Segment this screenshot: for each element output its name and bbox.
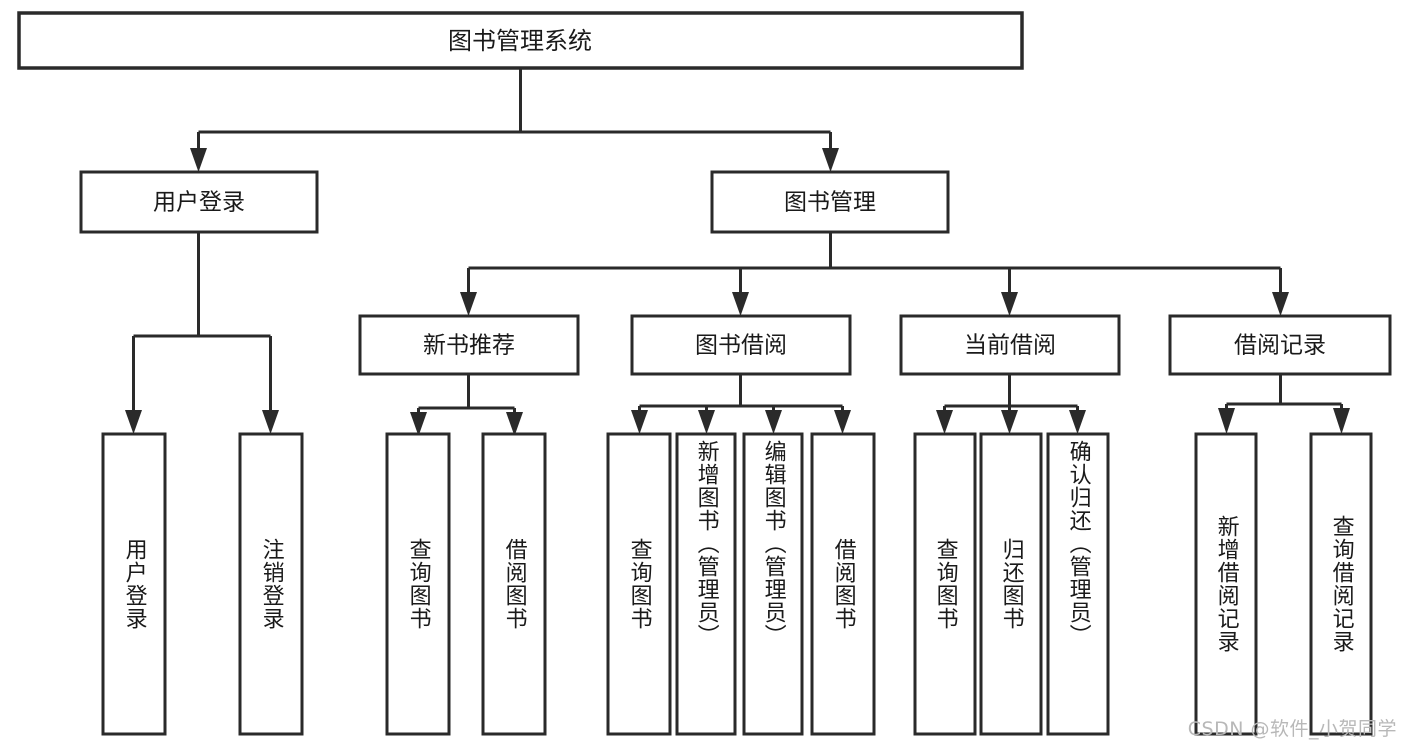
leaf-box-record-query[interactable] [1309,432,1373,736]
node-book-management-label: 图书管理 [784,190,876,216]
node-book-management-box[interactable] [710,170,950,234]
arrow-head-newbook-query [410,412,427,436]
node-new-book-recommend[interactable]: 新书推荐 [358,314,580,376]
arrow-head-record-add [1218,408,1235,434]
node-borrow-record[interactable]: 借阅记录 [1168,314,1392,376]
leaf-box-user-login[interactable] [101,432,167,736]
node-borrow-record-box[interactable] [1168,314,1392,376]
arrow-head-bookmgmt [822,148,839,172]
arrow-head-current-return [1001,410,1018,434]
leaf-box-current-query-book[interactable] [913,432,977,736]
connector-layer [125,68,1350,436]
leaf-box-current-return-book[interactable] [979,432,1043,736]
node-borrow-record-label: 借阅记录 [1234,333,1326,359]
node-book-management[interactable]: 图书管理 [710,170,950,234]
node-new-book-recommend-box[interactable] [358,314,580,376]
arrow-head-user-login [125,410,142,434]
arrow-head-borrow-record [1272,292,1289,316]
arrow-head-newbook-borrow [506,412,523,436]
leaf-box-logout[interactable] [238,432,304,736]
watermark: CSDN @软件_小贺同学 [1187,718,1397,740]
node-root-label: 图书管理系统 [448,27,592,55]
node-user-login[interactable]: 用户登录 [79,170,319,234]
node-new-book-recommend-label: 新书推荐 [423,333,515,359]
leaf-box-borrow-add-book[interactable] [675,432,737,736]
node-current-borrow-box[interactable] [899,314,1121,376]
arrow-head-current-borrow [1001,292,1018,316]
node-user-login-box[interactable] [79,170,319,234]
arrow-head-record-query [1333,408,1350,434]
leaf-box-current-confirm-return[interactable] [1046,432,1110,736]
arrow-head-logout [262,410,279,434]
arrow-head-new-book-rec [460,292,477,316]
arrow-head-borrow-lend [834,410,851,434]
node-user-login-label: 用户登录 [153,190,245,216]
arrow-head-borrow-query [631,410,648,434]
node-root-box[interactable] [17,11,1024,70]
arrow-head-book-borrow [732,292,749,316]
node-root[interactable]: 图书管理系统 [17,11,1024,70]
leaf-box-newbook-borrow-book[interactable] [481,432,547,736]
arrow-head-current-query [936,410,953,434]
leaf-box-newbook-query-book[interactable] [385,432,451,736]
leaf-box-record-add[interactable] [1194,432,1258,736]
leaf-box-borrow-query-book[interactable] [606,432,672,736]
arrow-head-borrow-add [698,410,715,434]
leaf-box-borrow-edit-book[interactable] [742,432,804,736]
node-book-borrow-label: 图书借阅 [695,333,787,359]
arrow-head-current-confirm [1069,410,1086,434]
node-current-borrow-label: 当前借阅 [964,333,1056,359]
node-current-borrow[interactable]: 当前借阅 [899,314,1121,376]
node-book-borrow-box[interactable] [630,314,852,376]
arrow-head-borrow-edit [765,410,782,434]
node-book-borrow[interactable]: 图书借阅 [630,314,852,376]
leaf-box-borrow-lend-book[interactable] [810,432,876,736]
arrow-head-login [190,148,207,172]
leaf-box-layer [101,432,1373,736]
